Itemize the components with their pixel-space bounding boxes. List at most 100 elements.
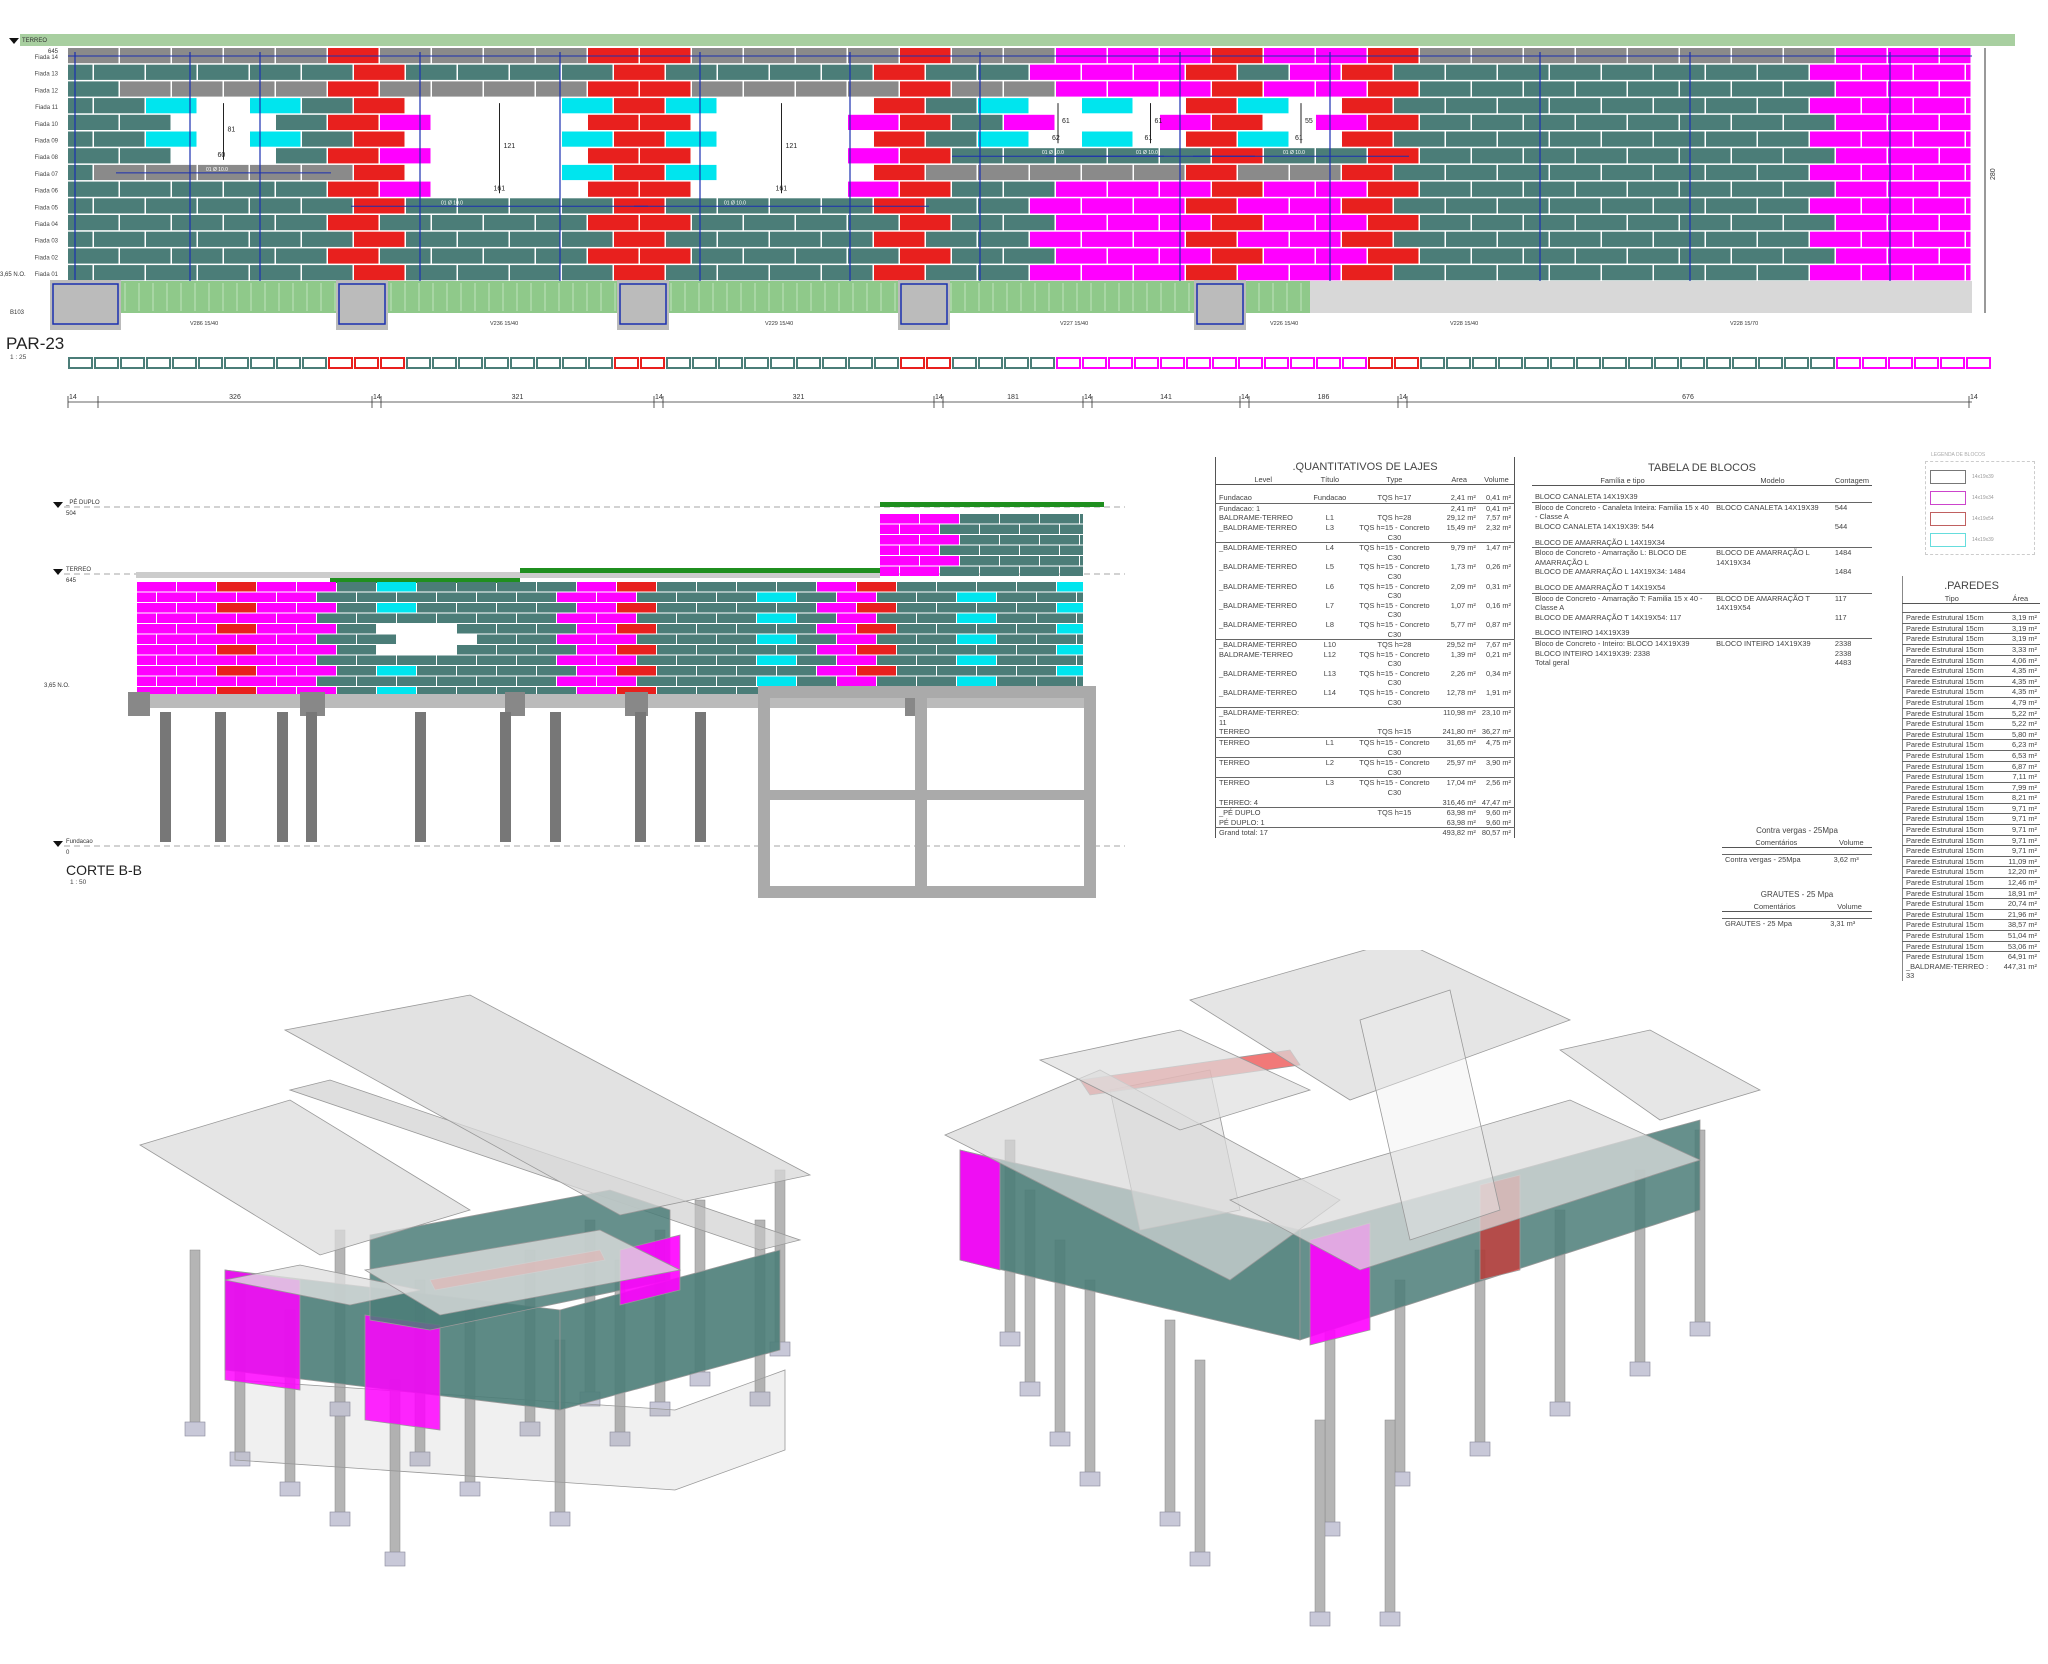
level-name: _PÉ DUPLO	[65, 499, 100, 506]
table-cell: BLOCO CANALETA 14X19X39	[1713, 501, 1832, 522]
subtotal-value: 2338	[1834, 648, 1852, 658]
block	[1732, 114, 1783, 130]
block	[1000, 556, 1039, 566]
block	[432, 215, 483, 231]
block	[920, 535, 959, 545]
block	[417, 603, 456, 613]
block	[1524, 248, 1575, 264]
table-cell	[1310, 727, 1349, 737]
block	[1602, 265, 1653, 281]
plan-block	[822, 357, 847, 369]
block	[517, 676, 556, 686]
block	[1940, 148, 1971, 164]
block	[978, 131, 1029, 147]
block	[457, 624, 496, 634]
block	[137, 613, 156, 623]
pillar-rebar	[52, 283, 119, 325]
wall-area: 3,19 m²	[2000, 612, 2040, 624]
footing	[1379, 1611, 1401, 1627]
level-marker-icon	[53, 502, 63, 508]
table-cell: L1	[1325, 513, 1334, 523]
block	[137, 655, 156, 665]
block	[328, 181, 379, 197]
level-name: TERREO	[66, 567, 91, 573]
block	[1238, 265, 1289, 281]
block	[1030, 198, 1081, 214]
column-header: Contagem	[1831, 475, 1872, 487]
block	[1784, 215, 1835, 231]
block	[874, 164, 925, 181]
block	[1888, 148, 1939, 164]
block	[1966, 265, 1971, 281]
pillar	[500, 712, 511, 842]
opening-dimension: 60	[218, 152, 226, 159]
block	[1680, 248, 1731, 264]
footing	[999, 1331, 1021, 1347]
block	[137, 645, 176, 655]
plan-block	[484, 357, 509, 369]
table-cell: Grand total: 17	[1215, 827, 1311, 838]
plan-block	[302, 357, 327, 369]
dimension-value: 141	[1160, 394, 1172, 401]
block	[1040, 535, 1079, 545]
block	[1212, 81, 1263, 97]
block	[1238, 231, 1289, 247]
pillar	[415, 712, 426, 842]
plan-block	[1004, 357, 1029, 369]
dimension-value: 321	[793, 394, 805, 401]
block	[926, 265, 977, 281]
block	[1000, 514, 1039, 524]
block	[146, 131, 197, 147]
block	[797, 592, 836, 602]
block	[597, 613, 636, 623]
block	[1602, 131, 1653, 147]
block	[1888, 181, 1939, 197]
table-cell: 1,39 m²	[1450, 649, 1476, 659]
block	[657, 666, 696, 676]
block	[68, 265, 93, 281]
block	[1342, 198, 1393, 214]
block	[692, 81, 743, 97]
block	[1862, 164, 1913, 181]
block	[1290, 198, 1341, 214]
block	[880, 524, 899, 534]
wall-area: 4,79 m²	[2000, 696, 2040, 709]
plan-block	[952, 357, 977, 369]
block	[1836, 248, 1887, 264]
block	[497, 582, 536, 592]
block	[1680, 181, 1731, 197]
section-title: CORTE B-B	[66, 862, 142, 878]
wall-type: Parede Estrutural 15cm	[1902, 930, 2001, 942]
block	[1654, 231, 1705, 247]
block	[1080, 535, 1083, 545]
wall-area: 5,22 m²	[2000, 707, 2040, 719]
table-cell: TQS h=28	[1377, 513, 1412, 523]
block	[537, 645, 576, 655]
block	[1732, 215, 1783, 231]
block	[1498, 98, 1549, 114]
opening-dimension: 61	[1062, 118, 1070, 125]
table-cell: L2	[1310, 757, 1350, 778]
legend-label: 14x19x39	[1972, 473, 1994, 480]
rebar-label: 01 Ø 10.0	[1283, 150, 1305, 156]
block	[1160, 248, 1211, 264]
dimension-value: 14	[1399, 394, 1407, 401]
table-cell	[1349, 818, 1439, 828]
block	[557, 676, 596, 686]
wall-area: 8,21 m²	[2000, 792, 2040, 804]
block	[1017, 666, 1056, 676]
block	[317, 676, 356, 686]
block	[357, 655, 396, 665]
table-cell	[1310, 502, 1350, 514]
footing	[329, 1511, 351, 1527]
block	[517, 655, 556, 665]
table-cell	[1310, 807, 1350, 818]
